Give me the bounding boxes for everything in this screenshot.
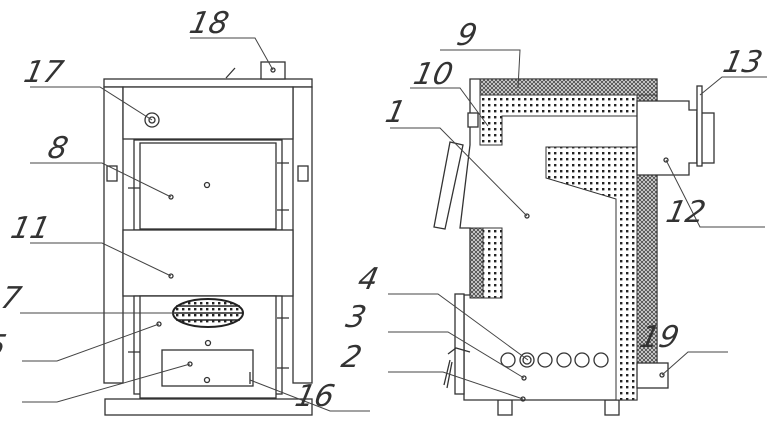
- damper-6: [161, 349, 254, 387]
- label-18: 18: [186, 6, 232, 41]
- label-12: 12: [663, 195, 709, 230]
- middle-panel-11: [122, 229, 294, 297]
- label-17: 17: [21, 55, 67, 90]
- loading-door-1: [433, 141, 464, 230]
- label-4: 4: [355, 262, 381, 297]
- ash-door-side: [454, 293, 465, 395]
- bracket-18: [260, 61, 286, 80]
- heat-exchanger-10: [479, 94, 638, 146]
- label-2: 2: [338, 340, 364, 375]
- label-16: 16: [292, 379, 338, 414]
- label-13: 13: [720, 45, 766, 80]
- label-8: 8: [45, 131, 71, 166]
- fire-tubes-4: [500, 352, 609, 368]
- flue-12: [636, 100, 698, 176]
- right-column: [292, 86, 313, 384]
- rear-foot: [604, 399, 620, 416]
- base-plinth: [104, 398, 313, 416]
- label-3: 3: [343, 300, 369, 335]
- side-view: 9 10 1 13 12 4 3 2 19: [338, 18, 767, 416]
- front-foot: [497, 399, 513, 416]
- loading-door-8: [139, 142, 277, 230]
- label-11: 11: [8, 211, 54, 246]
- label-1: 1: [382, 95, 408, 130]
- label-7: 7: [0, 281, 25, 316]
- return-pipe-19: [636, 362, 669, 389]
- top-cover: [103, 78, 313, 88]
- flue-damper-13: [696, 85, 703, 167]
- label-19: 19: [637, 320, 683, 355]
- thermometer-17: [144, 112, 160, 128]
- label-9: 9: [454, 18, 480, 53]
- left-hinge-slot: [106, 165, 118, 182]
- label-5: 5: [0, 329, 9, 364]
- label-10: 10: [410, 57, 456, 92]
- label-6: 6: [0, 370, 2, 405]
- top-panel: [122, 86, 294, 140]
- right-hinge-slot: [297, 165, 309, 182]
- insulation-9: [479, 78, 658, 96]
- front-view: 18 17 8 11 7 5 6 16: [0, 6, 370, 416]
